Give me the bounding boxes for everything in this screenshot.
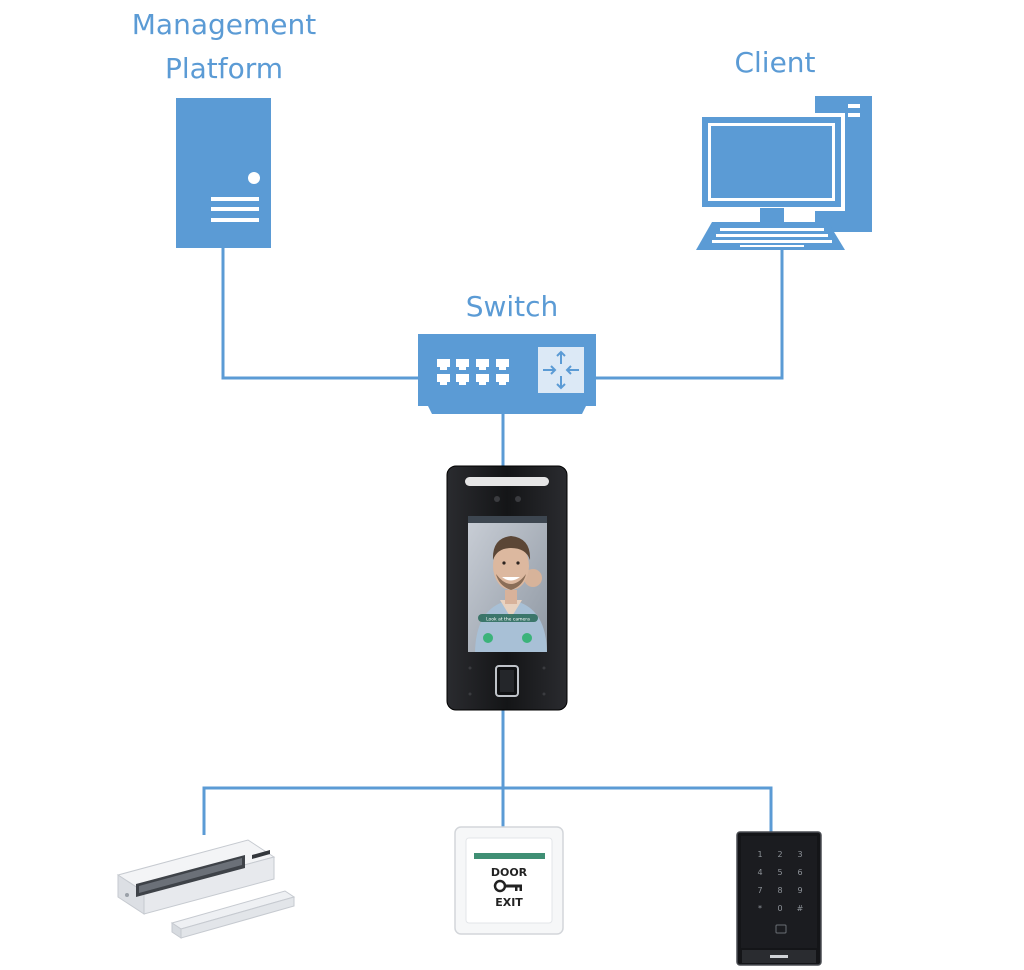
card-reader-keypad-icon: 1 2 3 4 5 6 7 8 9 * 0 #	[736, 831, 822, 966]
line-bus	[202, 786, 773, 835]
line-client-switch	[596, 250, 784, 380]
svg-text:9: 9	[797, 886, 802, 895]
svg-text:6: 6	[797, 868, 802, 877]
svg-text:2: 2	[777, 850, 782, 859]
svg-text:0: 0	[777, 904, 782, 913]
svg-text:1: 1	[757, 850, 762, 859]
line-server-switch	[221, 248, 418, 380]
exit-button-line1: DOOR	[491, 866, 528, 879]
svg-text:#: #	[797, 904, 804, 913]
svg-text:*: *	[758, 904, 762, 913]
svg-text:4: 4	[757, 868, 762, 877]
magnetic-lock-icon	[116, 839, 296, 939]
svg-text:3: 3	[797, 850, 802, 859]
screen-right-button-icon	[522, 633, 532, 643]
screen-banner-text: Look at the camera	[486, 617, 530, 623]
switch-icon	[418, 334, 596, 414]
connection-lines	[202, 248, 784, 835]
exit-button-icon: DOOR EXIT	[454, 826, 564, 935]
server-icon	[176, 98, 271, 248]
management-platform-label-line1: Management	[132, 8, 316, 41]
face-recognition-terminal: Look at the camera	[446, 465, 568, 711]
key-icon	[493, 879, 522, 893]
svg-text:5: 5	[777, 868, 782, 877]
exit-button-line2: EXIT	[495, 896, 523, 909]
computer-icon	[696, 96, 872, 250]
svg-text:7: 7	[757, 886, 762, 895]
switch-label: Switch	[466, 290, 559, 323]
management-platform-label-line2: Platform	[165, 52, 283, 85]
screen-left-button-icon	[483, 633, 493, 643]
client-label: Client	[734, 46, 815, 79]
svg-text:8: 8	[777, 886, 782, 895]
